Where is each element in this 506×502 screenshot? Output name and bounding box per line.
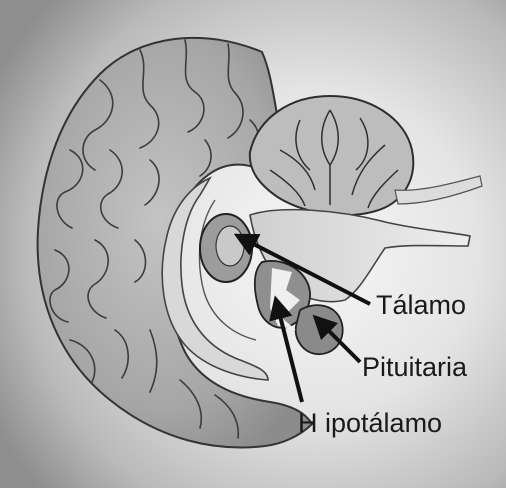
thalamus-inner — [216, 226, 244, 266]
hypothalamus-label: H ipotálamo — [298, 408, 442, 438]
thalamus-label: Tálamo — [376, 290, 466, 320]
bottom-strip — [0, 488, 506, 502]
pituitary-label: Pituitaria — [362, 352, 468, 382]
pituitary-shape — [296, 305, 343, 354]
